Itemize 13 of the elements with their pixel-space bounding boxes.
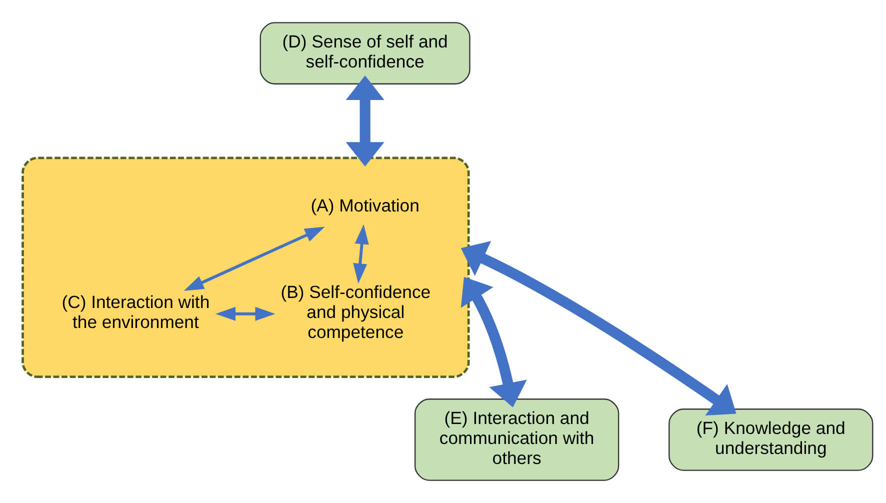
arrow (215, 306, 276, 321)
node-text: (B) Self-confidence and physical competence (280, 282, 431, 342)
arrow (184, 226, 325, 291)
node-box: (D) Sense of self and self-confidence (260, 22, 470, 84)
node-box: (F) Knowledge and understanding (668, 408, 874, 471)
node-text: (A) Motivation (310, 196, 420, 216)
cluster (22, 156, 470, 378)
node-text: (C) Interaction with the environment (62, 292, 210, 332)
arrow (460, 276, 527, 408)
arrow (460, 241, 736, 416)
node-box: (E) Interaction and communication with others (414, 398, 620, 481)
arrow (346, 76, 384, 167)
arrow (353, 224, 369, 284)
